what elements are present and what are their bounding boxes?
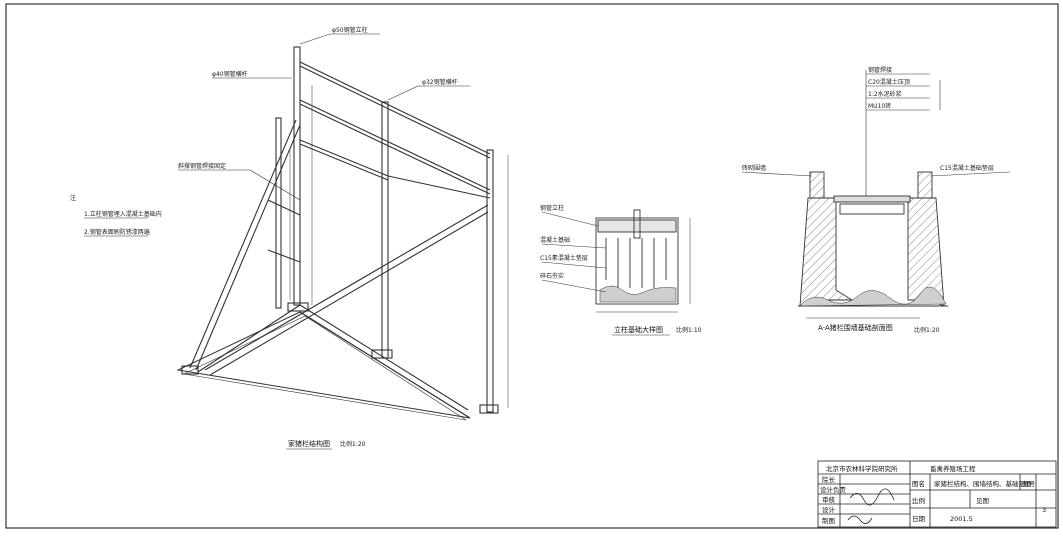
tb-row-2: 设计负责: [820, 485, 847, 494]
title-block: [817, 460, 1057, 528]
main-view: [176, 46, 509, 421]
detail-1-foundation: [595, 209, 691, 313]
tb-sheet-no: 3: [1042, 506, 1046, 514]
tb-date-value: 2001.5: [950, 515, 973, 523]
tb-drawing-label: 图名: [912, 479, 925, 488]
d1-label-3: C15素混凝土垫层: [540, 254, 588, 262]
tb-project: 畜禽养殖场工程: [930, 464, 976, 473]
label-brace: 斜撑钢管焊接固定: [178, 162, 226, 170]
detail-2-wall-section: [798, 70, 948, 307]
tb-drawing-name: 家猪栏结构、围墙结构、基础剖面: [934, 479, 1032, 488]
d1-label-2: 混凝土基础: [540, 236, 570, 244]
label-rail-right: φ32钢管横杆: [422, 78, 458, 86]
detail-1-scale: 比例1:10: [676, 326, 702, 334]
d2-label-2: C20混凝土压顶: [868, 78, 910, 86]
d1-label-4: 碎石夯实: [540, 272, 564, 280]
d2-label-6: C15混凝土基础垫层: [940, 164, 994, 172]
label-post: φ50钢管立柱: [332, 26, 368, 34]
d2-label-5: 砖砌围墙: [742, 164, 766, 172]
tb-scale-label: 比例: [912, 496, 925, 505]
label-rail-left: φ40钢管横杆: [212, 70, 248, 78]
tb-date-label: 日期: [912, 515, 926, 523]
tb-row-3: 审核: [822, 495, 836, 504]
sheet-border: [5, 3, 1059, 529]
detail-1-title: 立柱基础大样图: [614, 325, 663, 334]
d2-label-1: 钢管焊接: [868, 66, 892, 74]
main-view-title: 家猪栏结构图: [288, 439, 330, 448]
signature-mark: [849, 488, 895, 506]
tb-row-4: 设计: [822, 505, 836, 514]
d2-label-3: 1:2水泥砂浆: [868, 90, 902, 98]
detail-2-title: A-A猪栏围墙基础剖面图: [818, 323, 893, 332]
signature-mark-2: [847, 515, 873, 524]
tb-row-5: 制图: [822, 516, 835, 525]
d1-label-1: 钢管立柱: [540, 204, 564, 212]
tb-row-1: 院长: [822, 475, 836, 484]
main-view-scale: 比例1:20: [340, 440, 366, 448]
detail-2-scale: 比例1:20: [914, 326, 940, 334]
note-heading: 注: [70, 194, 76, 202]
tb-scale-value: 见图: [976, 497, 989, 505]
note-1: 1.立柱钢管埋入混凝土基础内: [84, 210, 162, 218]
d2-label-4: MU10砖: [868, 102, 891, 110]
tb-institute: 北京市农林科学院研究所: [826, 464, 898, 473]
note-2: 2.钢管表面刷防锈漆两遍: [84, 228, 150, 236]
tb-drawing-no-label: 图号: [1022, 480, 1036, 488]
